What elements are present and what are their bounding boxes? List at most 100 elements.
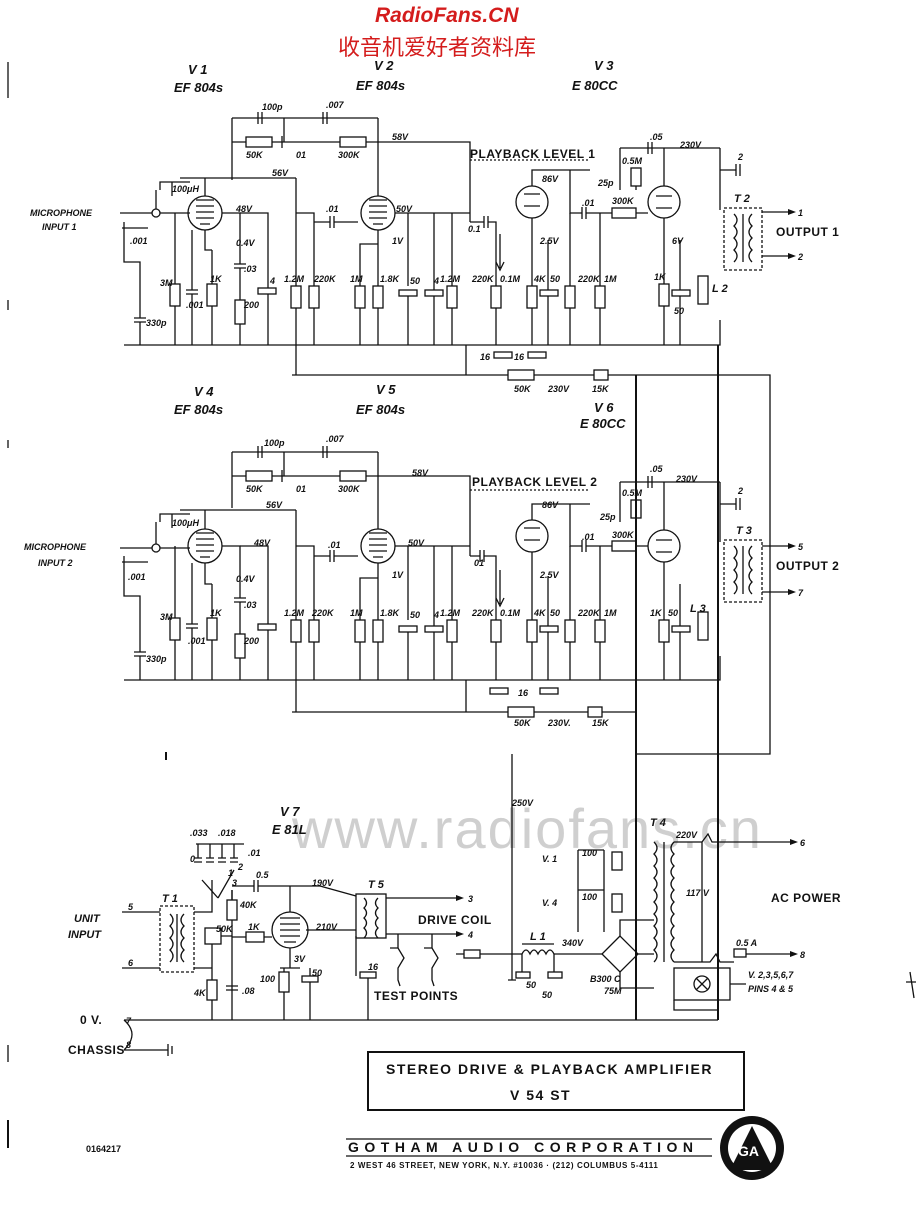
unit-pin-6: 6: [128, 958, 134, 968]
r-220k-ch2: [308, 619, 320, 643]
t5-pin-3: 3: [468, 894, 473, 904]
v7-type: E 81L: [272, 822, 307, 837]
pot-hum-v4: [611, 893, 623, 913]
heater-pins-a: V. 2,3,5,6,7: [748, 970, 794, 980]
c-4b-ch2-label: 4: [433, 610, 439, 620]
c-16-drive: [359, 971, 377, 979]
c-001-ch2: .001: [188, 636, 206, 646]
heater-pins-b: PINS 4 & 5: [748, 984, 794, 994]
l2-choke: [697, 275, 709, 305]
v-48-ch1: 48V: [235, 204, 253, 214]
c-50a-supply: [515, 971, 531, 979]
ga-logo-icon: GA: [720, 1116, 784, 1180]
r-50k-ch1: [245, 136, 273, 148]
r-300k-ch1: [339, 136, 367, 148]
v-230b-ch1: 230V: [547, 384, 570, 394]
r-4k-drive: [206, 979, 218, 1001]
out1-pin-a: 1: [798, 208, 803, 218]
v-58-ch2: 58V: [412, 468, 429, 478]
r-300kb-ch1-label: 300K: [612, 196, 635, 206]
v-230-ch1: 230V: [679, 140, 702, 150]
v5-label: V 5: [376, 382, 396, 397]
r-3m-ch1-label: 3M: [160, 278, 173, 288]
title-line2: V 54 ST: [510, 1087, 571, 1103]
r-40k: [226, 899, 238, 921]
v-25-ch1: 2.5V: [539, 236, 560, 246]
c-01-ch2: 01: [296, 484, 306, 494]
c-05-drive: 0.5: [256, 870, 270, 880]
v4-label: V 4: [194, 384, 214, 399]
r-220kb-ch1-label: 220K: [471, 274, 495, 284]
v-250: 250V: [511, 798, 534, 808]
r-200-ch1-label: 200: [243, 300, 259, 310]
v2-label: V 2: [374, 58, 394, 73]
r-100-drive: [278, 971, 290, 993]
c-4b-ch2: [424, 625, 444, 633]
r-1m-ch1-label: 1M: [350, 274, 363, 284]
r-01m-ch2-label: 0.1M: [500, 608, 521, 618]
r-220kc-ch2-label: 220K: [577, 608, 601, 618]
r-1mb-ch1-label: 1M: [604, 274, 617, 284]
l2-label: L 2: [712, 283, 728, 295]
r-50kb-ch2-label: 50K: [514, 718, 532, 728]
c-01-ch1-coupling: .01: [326, 204, 339, 214]
v3a-tube: [515, 185, 549, 219]
watermark-faint: www.radiofans.cn: [291, 797, 763, 860]
r-300k-ch2: [339, 470, 367, 482]
v4-tube: [187, 528, 223, 564]
t5-transformer: [355, 893, 387, 939]
c-50b-ch1-label: 50: [550, 274, 560, 284]
title-block: STEREO DRIVE & PLAYBACK AMPLIFIER V 54 S…: [367, 1051, 745, 1111]
r-200-ch2-label: 200: [243, 636, 259, 646]
ac-pin-8: 8: [800, 950, 805, 960]
c-16b-ch2: [539, 687, 559, 695]
r-1-2mb-ch1-label: 1.2M: [440, 274, 461, 284]
r-100a-heater: 100: [582, 848, 597, 858]
output-1: OUTPUT 1: [776, 225, 839, 239]
c-50a-label: 50: [526, 980, 536, 990]
c-4b-ch1-label: 4: [433, 276, 439, 286]
bridge-rectifier: [601, 935, 639, 973]
r-50kb-ch1: [507, 369, 535, 381]
sw-2: 2: [237, 862, 243, 872]
c-50-ch2-label: 50: [410, 610, 420, 620]
r-1k-drive-label: 1K: [248, 922, 261, 932]
c-50b-label: 50: [542, 990, 552, 1000]
title-line1: STEREO DRIVE & PLAYBACK AMPLIFIER: [386, 1061, 713, 1077]
v3-label: V 3: [594, 58, 614, 73]
rectifier-type: B300 C: [590, 974, 621, 984]
corporation-name: GOTHAM AUDIO CORPORATION: [348, 1139, 699, 1155]
v-230b-ch2: 230V.: [547, 718, 571, 728]
channel-1-stage: V 1 EF 804s V 2 EF 804s V 3 E 80CC 100p …: [30, 58, 839, 755]
r-50k-ch1-label: 50K: [246, 150, 264, 160]
logo-letters: GA: [738, 1143, 759, 1159]
playback-level-2: PLAYBACK LEVEL 2: [472, 475, 597, 489]
ac-power: AC POWER: [771, 891, 841, 905]
drive-stage: V 7 E 81L .033 .018 .01 0 1 2 3 5 UNIT I…: [68, 804, 718, 1057]
c-05-ch2: .05: [650, 464, 664, 474]
unit-input-line2: INPUT: [68, 929, 102, 941]
c-50b-supply: [547, 971, 563, 979]
v-25-ch2: 2.5V: [539, 570, 560, 580]
r-220kc-ch2: [564, 619, 576, 643]
c-01-ch1: 01: [296, 150, 306, 160]
r-1mb-ch2-label: 1M: [604, 608, 617, 618]
v-3: 3V: [294, 954, 306, 964]
c-4-ch2: [257, 623, 277, 631]
l1-choke: [521, 949, 555, 956]
r-300kb-ch2-label: 300K: [612, 530, 635, 540]
r-50k-drive: 50K: [216, 924, 234, 934]
pot-50k: [204, 927, 222, 945]
r-05m-ch1: [630, 167, 642, 187]
l1-label: L 1: [530, 931, 546, 943]
r-1-2mb-ch2-label: 1.2M: [440, 608, 461, 618]
r-300k-ch2-label: 300K: [338, 484, 361, 494]
mic-input-1-line1: MICROPHONE: [30, 208, 93, 218]
c-50b-ch2: [539, 625, 559, 633]
v-220: 220V: [675, 830, 698, 840]
r-50k-ch2: [245, 470, 273, 482]
drive-coil: DRIVE COIL: [418, 913, 492, 927]
c-50-ch1-label: 50: [410, 276, 420, 286]
